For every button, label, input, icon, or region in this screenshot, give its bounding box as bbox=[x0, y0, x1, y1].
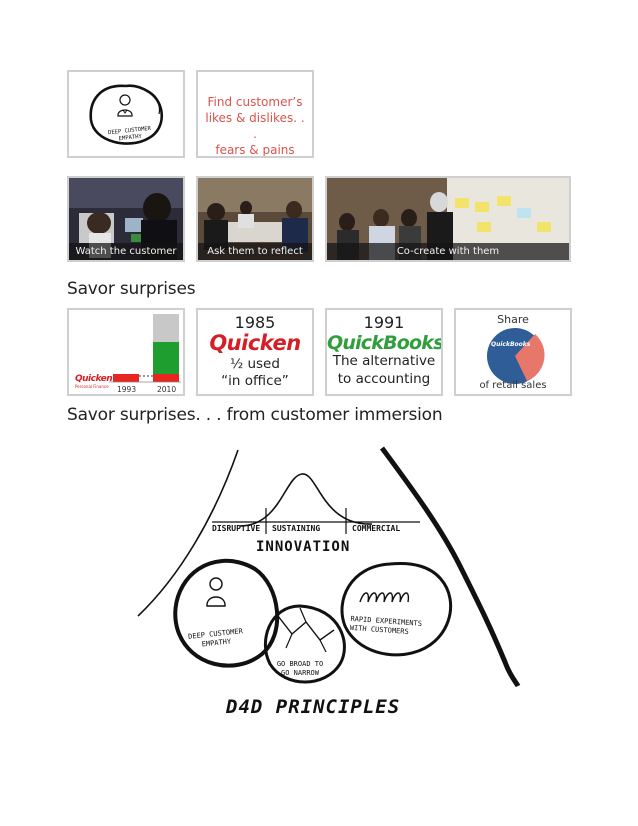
axis-commercial: COMMERCIAL bbox=[352, 524, 401, 533]
pie-label: QuickBooks bbox=[491, 341, 531, 348]
card-1991-line2: to accounting bbox=[337, 371, 431, 387]
share-title: Share bbox=[497, 313, 529, 326]
photo-co-create: Co-create with them bbox=[325, 176, 571, 262]
year-1991: 1991 bbox=[363, 313, 405, 332]
share-caption: of retail sales bbox=[479, 380, 547, 391]
quicken-logo: Quicken bbox=[209, 331, 301, 355]
principles-label: D4D PRINCIPLES bbox=[226, 696, 401, 718]
photo-watch-customer: Watch the customer bbox=[67, 176, 185, 262]
card-1985-line2: “in office” bbox=[221, 373, 289, 389]
findings-text: Find customer’s likes & dislikes. . . fe… bbox=[205, 95, 305, 157]
axis-sustaining: SUSTAINING bbox=[272, 524, 321, 533]
photo-ask-reflect: Ask them to reflect bbox=[196, 176, 314, 262]
heading-savor-surprises: Savor surprises bbox=[67, 279, 196, 299]
card-1985: 1985 Quicken ½ used “in office” bbox=[196, 308, 314, 396]
pie-slice bbox=[515, 334, 545, 381]
empathy-card: DEEP CUSTOMER EMPATHY bbox=[67, 70, 185, 158]
empathy-sketch bbox=[89, 84, 163, 145]
card-share: Share QuickBooks of retail sales bbox=[454, 308, 572, 396]
bar-2010-red bbox=[153, 374, 179, 382]
d4d-sketch bbox=[137, 446, 521, 688]
innovation-label: INNOVATION bbox=[256, 539, 351, 555]
chart-quicken-sub: Personal Finance bbox=[75, 384, 109, 389]
chart-year-1993: 1993 bbox=[117, 385, 137, 394]
growth-chart-card: Quicken Personal Finance 1993 2010 bbox=[67, 308, 185, 396]
card-1991-line1: The alternative bbox=[332, 353, 436, 369]
heading-customer-immersion: Savor surprises. . . from customer immer… bbox=[67, 405, 443, 425]
chart-quicken-logo: Quicken bbox=[75, 374, 113, 384]
findings-card: Find customer’s likes & dislikes. . . fe… bbox=[196, 70, 314, 158]
share-pie bbox=[487, 328, 545, 384]
caption-co-create: Co-create with them bbox=[327, 243, 569, 260]
axis-disruptive: DISRUPTIVE bbox=[212, 524, 261, 533]
bar-1993-red bbox=[113, 374, 139, 382]
bar-2010-green bbox=[153, 342, 179, 374]
caption-ask-reflect: Ask them to reflect bbox=[198, 243, 312, 260]
quickbooks-logo: QuickBooks bbox=[327, 332, 443, 354]
card-1985-line1: ½ used bbox=[230, 356, 280, 372]
year-1985: 1985 bbox=[234, 313, 276, 332]
card-1991: 1991 QuickBooks The alternative to accou… bbox=[325, 308, 443, 396]
circle2-label: GO BROAD TO GO NARROW bbox=[276, 660, 324, 677]
caption-watch-customer: Watch the customer bbox=[69, 243, 183, 260]
growth-chart bbox=[109, 314, 181, 383]
chart-year-2010: 2010 bbox=[157, 385, 177, 394]
